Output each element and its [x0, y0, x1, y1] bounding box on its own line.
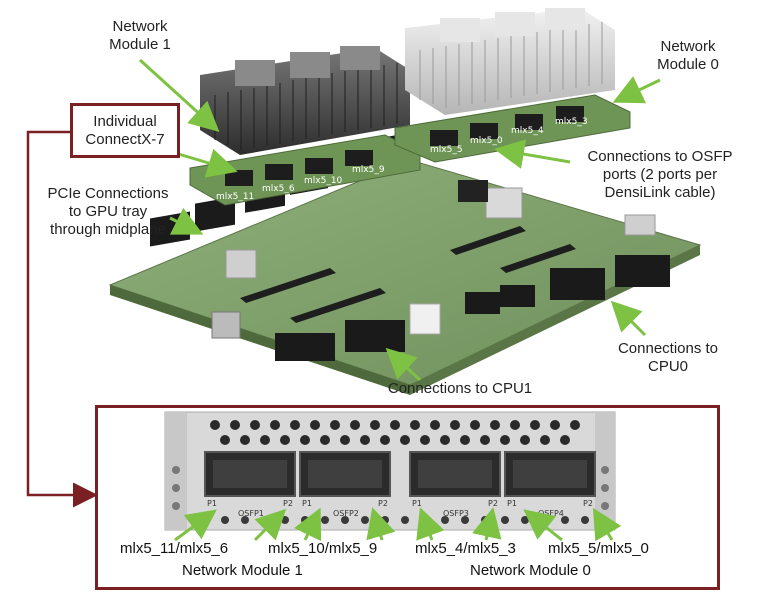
- osfp-cage-1: [204, 451, 296, 497]
- chip-label-mlx5-11: mlx5_11: [216, 192, 254, 202]
- osfp-label-2: OSFP2: [333, 509, 359, 518]
- port-p2-label-1: P2: [283, 499, 293, 508]
- osfp-cage-4: [504, 451, 596, 497]
- osfp-detail-frame: [95, 405, 720, 590]
- chip-label-mlx5-5: mlx5_5: [430, 145, 463, 155]
- label-network-module-1: Network Module 1: [109, 18, 171, 53]
- arrow-port-4-p2: [592, 507, 622, 542]
- arrow-port-4-p1: [523, 509, 563, 542]
- label-osfp-connections: Connections to OSFP ports (2 ports per D…: [587, 148, 733, 201]
- arrow-port-3-p2: [472, 507, 502, 541]
- module-label-0: Network Module 0: [470, 562, 591, 579]
- chip-label-mlx5-3: mlx5_3: [555, 117, 588, 127]
- arrow-port-1-p2: [253, 508, 287, 542]
- osfp-panel: [164, 411, 616, 531]
- port-p1-label-1: P1: [207, 499, 217, 508]
- osfp-cage-2: [299, 451, 391, 497]
- arrow-port-2-p2: [366, 507, 396, 541]
- port-p2-label-2: P2: [378, 499, 388, 508]
- label-individual-connectx7: Individual ConnectX-7: [85, 113, 165, 148]
- callout-connector-line: [26, 130, 98, 508]
- arrow-pcie: [169, 207, 204, 235]
- osfp-label-1: OSFP1: [238, 509, 264, 518]
- port-p2-label-3: P2: [488, 499, 498, 508]
- label-connections-cpu0: Connections to CPU0: [617, 340, 719, 375]
- heatsink-module-1: [200, 46, 410, 155]
- small-heatsink-2: [485, 187, 523, 219]
- network-module-1-board: [189, 134, 421, 206]
- label-connections-cpu1: Connections to CPU1: [387, 380, 533, 397]
- arrow-network-module-0: [612, 76, 661, 104]
- arrow-port-1-p1: [174, 509, 217, 542]
- pair-label-mlx5-10-9: mlx5_10/mlx5_9: [268, 540, 378, 557]
- label-pcie-connections: PCIe Connections to GPU tray through mid…: [47, 185, 169, 238]
- chip-label-mlx5-10: mlx5_10: [304, 176, 343, 186]
- arrow-network-module-1: [138, 58, 220, 133]
- pair-label-mlx5-4-3: mlx5_4/mlx5_3: [415, 540, 516, 557]
- callout-individual-connectx7: [70, 103, 180, 158]
- network-module-0-board: [394, 94, 631, 163]
- small-heatsink: [225, 249, 257, 279]
- chip-label-mlx5-9: mlx5_9: [352, 165, 385, 175]
- label-network-module-0: Network Module 0: [657, 38, 719, 73]
- osfp-cage-3: [409, 451, 501, 497]
- arrow-port-2-p1: [294, 507, 322, 542]
- pair-label-mlx5-5-0: mlx5_5/mlx5_0: [548, 540, 649, 557]
- heatsink-module-0: [405, 8, 615, 115]
- arrow-port-3-p1: [416, 507, 445, 541]
- port-p1-label-4: P1: [507, 499, 517, 508]
- osfp-label-3: OSFP3: [443, 509, 469, 518]
- arrow-cpu0: [610, 300, 647, 337]
- chip-label-mlx5-6: mlx5_6: [262, 184, 295, 194]
- module-label-1: Network Module 1: [182, 562, 303, 579]
- port-p1-label-3: P1: [412, 499, 422, 508]
- chip-label-mlx5-4: mlx5_4: [511, 126, 544, 136]
- chip-label-mlx5-0: mlx5_0: [470, 136, 503, 146]
- pair-label-mlx5-11-6: mlx5_11/mlx5_6: [120, 540, 229, 557]
- port-p2-label-4: P2: [583, 499, 593, 508]
- arrow-cpu1: [385, 347, 422, 382]
- port-p1-label-2: P1: [302, 499, 312, 508]
- arrow-osfp: [494, 139, 571, 169]
